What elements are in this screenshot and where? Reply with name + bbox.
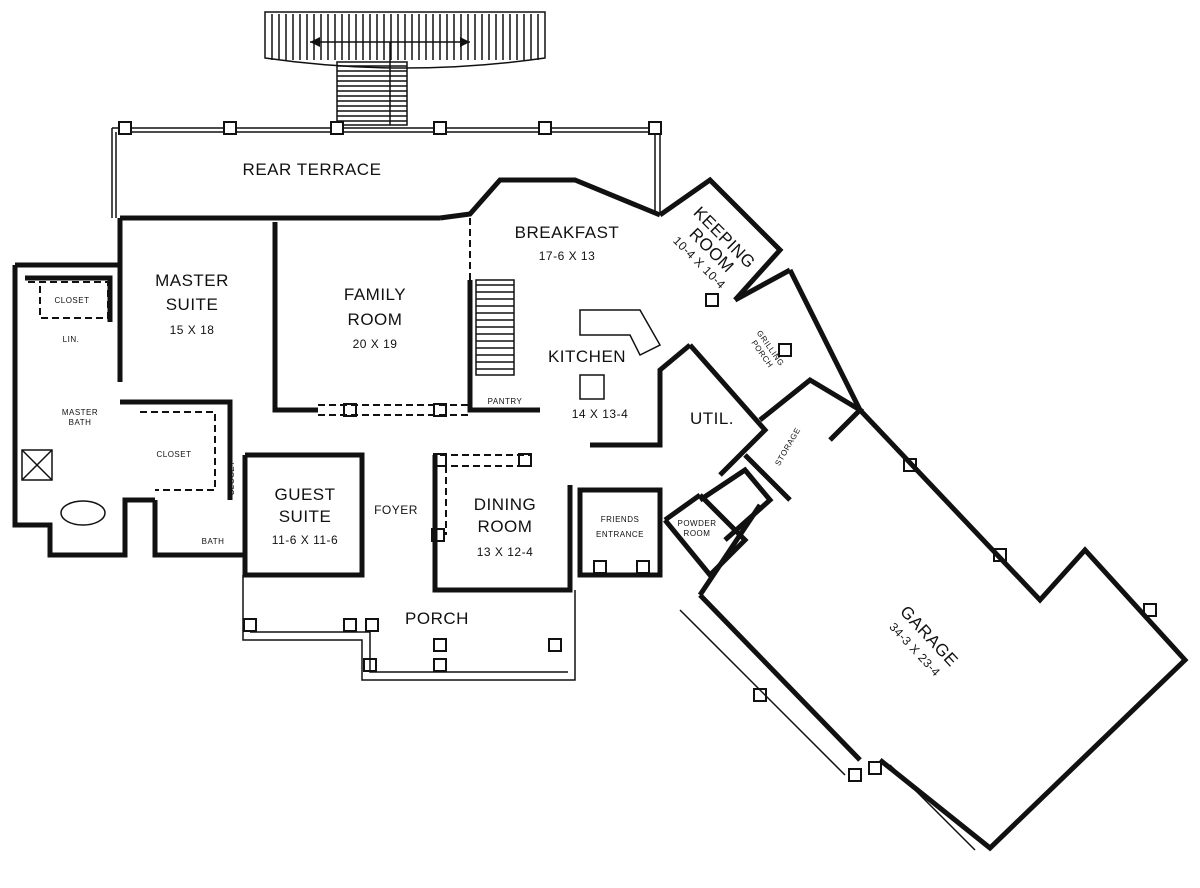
storage-label: STORAGE — [773, 426, 802, 467]
column-post — [778, 343, 792, 357]
master-suite-size: 15 X 18 — [170, 323, 215, 337]
pantry-label: PANTRY — [488, 397, 523, 406]
master-bath-label-1: MASTER — [62, 408, 98, 417]
kitchen-label: KITCHEN — [548, 347, 626, 366]
column-post — [538, 121, 552, 135]
column-post — [433, 658, 447, 672]
garage — [679, 408, 1189, 852]
rear-terrace — [111, 127, 661, 218]
master-bath-label-2: BATH — [69, 418, 92, 427]
column-post — [243, 618, 257, 632]
column-post — [330, 121, 344, 135]
column-post — [365, 618, 379, 632]
linen-label: LIN. — [63, 335, 80, 344]
util-label: UTIL. — [690, 409, 734, 428]
column-post — [1143, 603, 1157, 617]
porch — [242, 575, 576, 681]
dining-room-label-1: DINING — [474, 495, 537, 514]
closet-top-label: CLOSET — [54, 296, 89, 305]
column-post — [518, 453, 532, 467]
guest-suite-label-1: GUEST — [274, 485, 335, 504]
column-post — [868, 761, 882, 775]
rear-terrace-label: REAR TERRACE — [243, 160, 382, 179]
porch-label: PORCH — [405, 609, 469, 628]
column-post — [433, 121, 447, 135]
column-post — [343, 618, 357, 632]
master-suite-label-2: SUITE — [166, 295, 219, 314]
foyer-label: FOYER — [374, 503, 418, 517]
friends-entrance-label-1: FRIENDS — [601, 515, 640, 524]
friends-entrance-label-2: ENTRANCE — [596, 530, 644, 539]
rear-deck — [264, 11, 546, 126]
closet-mid-label: CLOSET — [156, 450, 191, 459]
column-post — [593, 560, 607, 574]
guest-suite-label-2: SUITE — [279, 507, 332, 526]
walls — [12, 176, 865, 593]
column-post — [433, 638, 447, 652]
breakfast-size: 17-6 X 13 — [539, 249, 596, 263]
dining-room-size: 13 X 12-4 — [477, 545, 534, 559]
column-post — [223, 121, 237, 135]
column-post — [343, 403, 357, 417]
master-suite-label-1: MASTER — [155, 271, 229, 290]
closet-small-label: CLOSET — [227, 460, 236, 495]
kitchen-size: 14 X 13-4 — [572, 407, 629, 421]
column-post — [548, 638, 562, 652]
breakfast-label: BREAKFAST — [515, 223, 620, 242]
column-post — [118, 121, 132, 135]
column-post — [705, 293, 719, 307]
family-room-label-2: ROOM — [348, 310, 403, 329]
powder-room-label-2: ROOM — [684, 529, 711, 538]
bath-label: BATH — [202, 537, 225, 546]
powder-room-label-1: POWDER — [678, 519, 717, 528]
family-room-size: 20 X 19 — [353, 337, 398, 351]
dining-room-label-2: ROOM — [478, 517, 533, 536]
column-post — [636, 560, 650, 574]
guest-suite-size: 11-6 X 11-6 — [272, 533, 338, 547]
family-room-label-1: FAMILY — [344, 285, 406, 304]
column-post — [648, 121, 662, 135]
column-post — [848, 768, 862, 782]
